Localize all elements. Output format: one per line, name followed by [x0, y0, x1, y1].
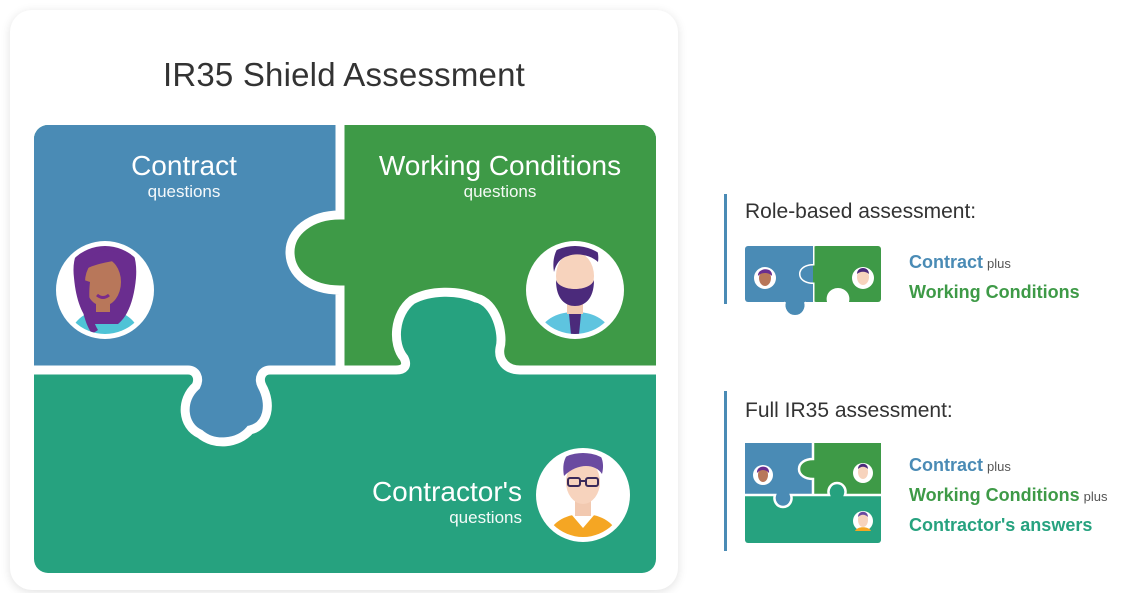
- role-based-divider: [724, 194, 727, 304]
- contract-title: Contract: [131, 150, 237, 181]
- full-assessment-thumbnail: [745, 443, 881, 543]
- puzzle-diagram: [34, 125, 656, 573]
- glasses-man-avatar-icon: [536, 448, 630, 542]
- bearded-man-avatar-icon: [526, 241, 624, 339]
- woman-avatar-icon: [56, 241, 154, 339]
- page-title: IR35 Shield Assessment: [162, 56, 526, 93]
- full-working-text: Working Conditions: [909, 485, 1080, 505]
- contract-subtitle: questions: [147, 182, 221, 201]
- full-assessment-divider: [724, 391, 727, 551]
- working-conditions-title: Working Conditions: [378, 150, 622, 181]
- full-contractor-text: Contractor's answers: [909, 515, 1093, 535]
- full-assessment-heading: Full IR35 assessment:: [745, 399, 953, 422]
- working-conditions-label: Working Conditions questions: [355, 150, 645, 201]
- contract-label: Contract questions: [84, 150, 284, 201]
- role-based-heading: Role-based assessment:: [745, 200, 977, 223]
- full-plus-text-2: plus: [1083, 489, 1108, 504]
- role-working-text: Working Conditions: [909, 282, 1080, 302]
- full-contract-text: Contract: [909, 455, 984, 475]
- contract-piece: [34, 125, 340, 442]
- working-conditions-subtitle: questions: [463, 182, 537, 201]
- role-contract-text: Contract: [909, 252, 984, 272]
- role-based-thumbnail: [745, 246, 881, 318]
- contractor-title: Contractor's: [371, 476, 522, 507]
- contractor-label: Contractor's questions: [360, 476, 522, 527]
- full-plus-text-1: plus: [987, 459, 1011, 474]
- contractor-subtitle: questions: [449, 508, 522, 527]
- role-plus-text: plus: [987, 256, 1011, 271]
